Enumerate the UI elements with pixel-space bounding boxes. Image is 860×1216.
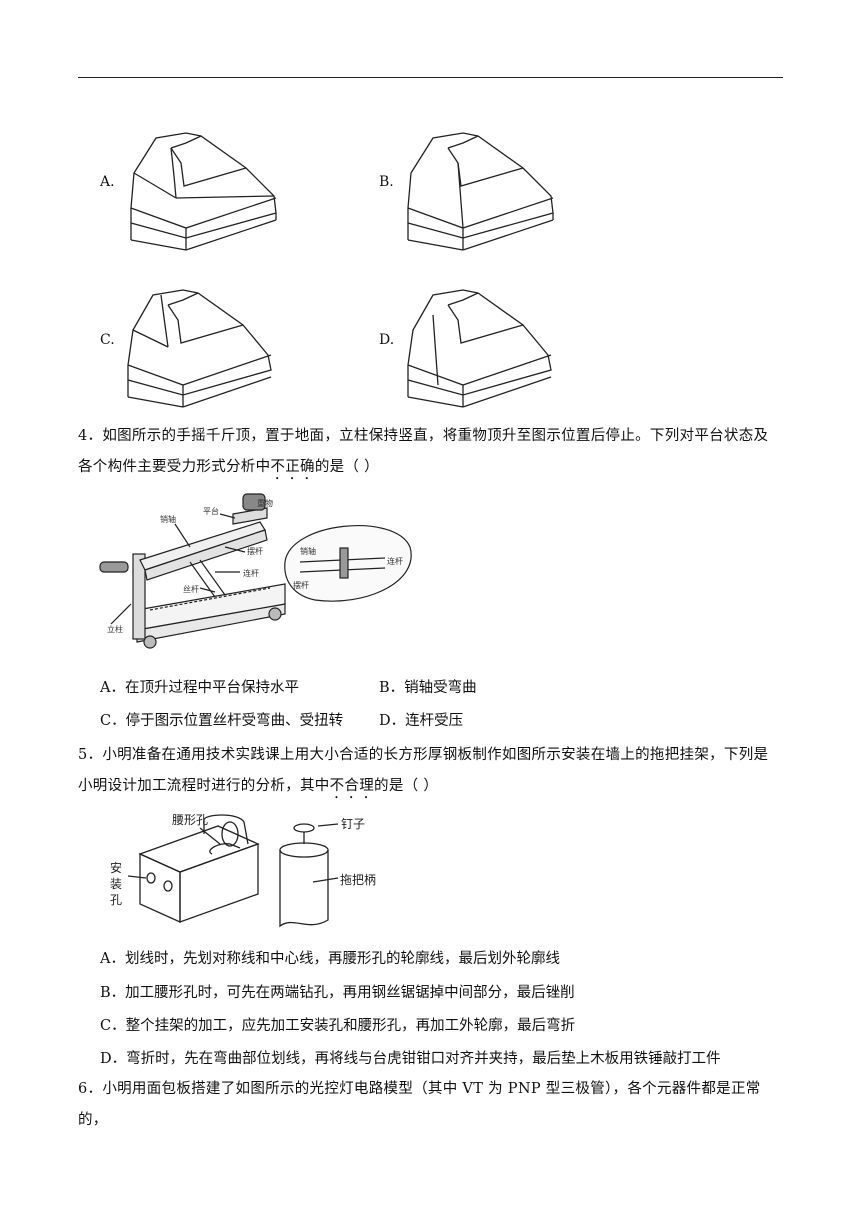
label-mount-hole-3: 孔 [110,893,122,907]
q6-stem-line1: 6．小明用面包板搭建了如图所示的光控灯电路模型（其中 VT 为 PNP 型三极管… [78,1081,761,1128]
label-pin: 销轴 [160,514,176,524]
q5-stem-line2: 小明设计加工流程时进行的分析，其中 [78,778,330,794]
label-swing-rod: 摆杆 [247,546,263,556]
q5-stem-line1: 5．小明准备在通用技术实践课上用大小合适的长方形厚钢板制作如图所示安装在墙上的拖… [78,747,769,763]
jack-figure: 重物 平台 销轴 摆杆 连杆 丝杆 立柱 销轴 连杆 摆杆 [99,493,412,649]
q5-choice-c: C．整个挂架的加工，应先加工安装孔和腰形孔，再加工外轮廓，最后弯折 [100,1018,576,1034]
q4-stem-tail: 的是（ ） [314,459,379,475]
label-detail-swing: 摆杆 [293,580,309,590]
mop-holder-figure: 腰形孔 安 装 孔 钉子 拖把柄 [110,814,376,928]
q5-choice-a: A．划线时，先划对称线和中心线，再腰形孔的轮廓线，最后划外轮廓线 [100,951,560,967]
q4-number: 4． [78,428,103,444]
label-connecting-rod: 连杆 [243,568,259,578]
option-d-figure [407,289,552,408]
q5-stem: 5．小明准备在通用技术实践课上用大小合适的长方形厚钢板制作如图所示安装在墙上的拖… [78,740,784,802]
label-detail-rod: 连杆 [387,556,403,566]
label-handle: 拖把柄 [340,873,376,887]
option-d-label: D. [379,332,395,348]
q5-choice-d: D．弯折时，先在弯曲部位划线，再将线与台虎钳钳口对齐并夹持，最后垫上木板用铁锤敲… [100,1051,721,1067]
option-c-figure [127,289,272,408]
label-mount-hole-2: 装 [110,877,122,891]
label-waist-hole: 腰形孔 [172,814,208,827]
label-column: 立柱 [107,624,123,634]
option-b-figure [407,132,554,251]
q5-emphasis: 不合理 [329,778,375,794]
label-nail: 钉子 [341,817,365,831]
q4-choice-c: C．停于图示位置丝杆受弯曲、受扭转 [100,713,344,729]
q4-stem-line2: 各个构件主要受力形式分析中 [78,459,271,475]
q4-choice-d: D．连杆受压 [379,713,464,729]
q6-stem: 6．小明用面包板搭建了如图所示的光控灯电路模型（其中 VT 为 PNP 型三极管… [78,1074,784,1136]
q4-stem: 4．如图所示的手摇千斤顶，置于地面，立柱保持竖直，将重物顶升至图示位置后停止。下… [78,421,784,483]
label-detail-pin: 销轴 [300,546,316,556]
q4-emphasis: 不正确 [270,459,315,475]
label-screw: 丝杆 [183,584,199,594]
label-mount-hole-1: 安 [110,860,122,875]
q5-stem-tail: 的是（ ） [374,778,439,794]
q4-choice-b: B．销轴受弯曲 [379,680,477,696]
option-b-label: B. [379,174,394,190]
label-weight: 重物 [257,498,273,508]
option-c-label: C. [100,332,115,348]
q4-choice-a: A．在顶升过程中平台保持水平 [100,680,299,696]
header-rule [78,77,783,78]
option-a-label: A. [100,174,115,190]
q5-choice-b: B．加工腰形孔时，可先在两端钻孔，再用钢丝锯锯掉中间部分，最后锉削 [100,985,575,1001]
label-platform: 平台 [203,506,219,516]
q4-stem-line1: 如图所示的手摇千斤顶，置于地面，立柱保持竖直，将重物顶升至图示位置后停止。下列对… [102,428,769,444]
option-a-figure [130,132,277,251]
